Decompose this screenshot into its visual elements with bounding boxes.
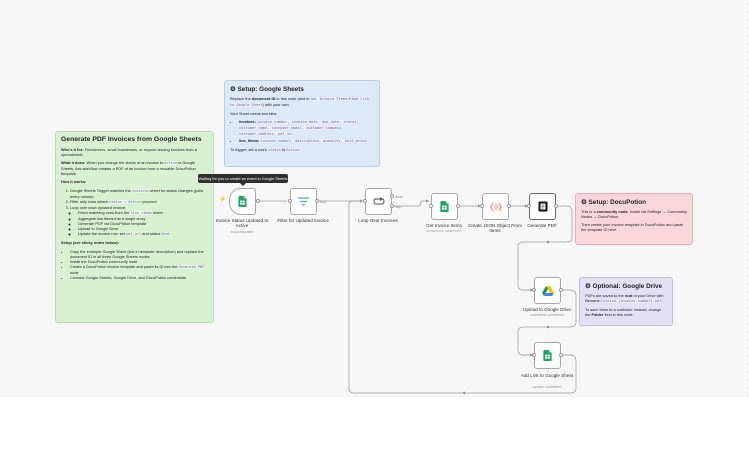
google-sheets-icon <box>440 201 449 212</box>
sticky-note-overview[interactable]: Generate PDF Invoices from Google Sheets… <box>55 131 214 323</box>
input-handle[interactable] <box>288 199 292 203</box>
sticky-note-docupotion[interactable]: ⚙ Setup: DocuPotion This is a community … <box>575 193 693 245</box>
output-handle[interactable] <box>554 204 558 208</box>
input-handle[interactable] <box>527 204 531 208</box>
output-handle[interactable] <box>559 353 563 357</box>
note-what: What it does: When you change the status… <box>61 160 196 177</box>
connection-loop-items <box>393 200 428 207</box>
node-create-json-object[interactable] <box>482 193 509 220</box>
note-tabs-list: invoices: invoice_number, invoice_date, … <box>230 119 374 143</box>
output-handle-done[interactable] <box>390 194 394 198</box>
note-who: Who's it for: Freelancers, small busines… <box>61 147 197 158</box>
google-sheets-icon <box>543 350 552 361</box>
output-handle-loop[interactable] <box>390 204 394 208</box>
note-text: PDFs are saved to the root of your Drive… <box>585 293 664 304</box>
note-title: ⚙ Optional: Google Drive <box>585 283 663 290</box>
node-filter-updated-invoice[interactable] <box>290 188 317 215</box>
sticky-note-google-sheets[interactable]: ⚙ Setup: Google Sheets Replace the docum… <box>224 80 380 167</box>
node-label: Invoice Status Updated to Active <box>215 218 269 229</box>
input-handle[interactable] <box>480 204 484 208</box>
loop-icon <box>373 197 384 205</box>
input-handle[interactable] <box>532 288 536 292</box>
node-subtitle: invoiceUpdate <box>230 230 254 234</box>
connection-lines: true done loop <box>258 195 577 395</box>
node-get-invoice-items[interactable] <box>431 193 458 220</box>
input-handle[interactable] <box>532 353 536 357</box>
input-handle[interactable] <box>363 199 367 203</box>
note-text: To save them to a subfolder instead, cha… <box>585 307 662 318</box>
output-handle[interactable] <box>315 199 319 203</box>
google-drive-icon <box>541 285 554 296</box>
node-label: Upload to Google Drive <box>523 307 571 312</box>
lightning-icon: ⚡ <box>219 197 227 203</box>
note-setup-heading: Setup (see sticky notes below): <box>61 240 119 246</box>
node-add-link-google-sheet[interactable] <box>534 342 561 369</box>
connection-pdf-drive <box>517 205 573 291</box>
note-setup-list: Copy the example Google Sheet (link in t… <box>61 249 208 281</box>
output-handle[interactable] <box>456 204 460 208</box>
google-sheets-icon <box>238 196 247 207</box>
note-how-heading: How it works: <box>61 179 87 185</box>
node-label: Filter for Updated Invoice <box>277 218 329 223</box>
edge-label-filter: true <box>320 200 326 204</box>
output-handle[interactable] <box>507 204 511 208</box>
node-subtitle: undefined: undefined <box>427 229 461 233</box>
node-generate-pdf[interactable] <box>529 193 556 220</box>
node-label: Get Invoice Items <box>426 223 462 228</box>
input-handle[interactable] <box>429 204 433 208</box>
filter-icon <box>298 197 309 206</box>
node-invoice-status-trigger[interactable] <box>229 188 256 215</box>
node-subtitle: update: undefined <box>532 385 562 389</box>
note-title: ⚙ Setup: DocuPotion <box>581 199 647 206</box>
output-handle[interactable] <box>559 288 563 292</box>
note-text: Your Sheet needs two tabs: <box>230 111 278 117</box>
node-label: Loop Over Invoices <box>358 218 398 223</box>
workflow-canvas[interactable]: true done loop Generate PDF Invoices fro… <box>0 0 749 397</box>
node-label: Generate PDF <box>527 223 557 228</box>
sticky-note-google-drive[interactable]: ⚙ Optional: Google Drive PDFs are saved … <box>579 277 673 326</box>
output-handle[interactable] <box>256 199 260 203</box>
edge-label-loop: loop <box>395 205 402 209</box>
edge-label-done: done <box>395 195 403 199</box>
code-icon <box>489 202 502 211</box>
note-text: Replace the document ID in this node (an… <box>230 96 370 108</box>
note-title: ⚙ Setup: Google Sheets <box>230 86 304 93</box>
note-text: This is a community node. Install via Se… <box>581 209 687 220</box>
page-background <box>0 397 749 450</box>
node-label: Create JSON Object From Items <box>468 223 522 234</box>
docupotion-icon <box>538 201 547 212</box>
note-how-list: Google Sheets Trigger watches the invoic… <box>61 188 208 238</box>
trigger-waiting-tooltip: Waiting for you to create an event in Go… <box>198 174 288 186</box>
note-title: Generate PDF Invoices from Google Sheets <box>61 136 202 143</box>
note-text: To trigger: set a row's status to Active <box>230 146 300 152</box>
note-text: Then create your invoice template in Doc… <box>581 222 684 233</box>
node-label: Add Link to Google Sheet <box>520 373 574 378</box>
node-subtitle: undefined: undefined <box>530 313 564 317</box>
node-loop-over-invoices[interactable] <box>365 188 392 215</box>
node-upload-google-drive[interactable] <box>534 277 561 304</box>
